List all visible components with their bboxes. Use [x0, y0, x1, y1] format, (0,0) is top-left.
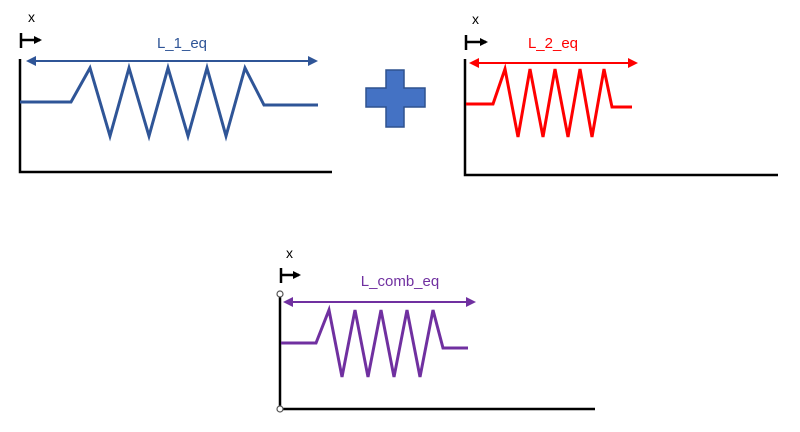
diagram-1: x L_1_eq [18, 9, 332, 174]
axes [463, 59, 778, 177]
diagram-combined: x L_comb_eq [276, 245, 595, 413]
axes [18, 59, 332, 174]
spring-label: L_comb_eq [361, 273, 439, 290]
spring [281, 304, 468, 378]
x-axis-label: x [286, 245, 293, 261]
origin-marker-top [276, 290, 284, 298]
x-axis-label: x [28, 9, 35, 25]
spring-label: L_1_eq [157, 35, 207, 52]
spring [20, 62, 318, 142]
origin-marker-bottom [276, 405, 284, 413]
x-axis-label: x [472, 11, 479, 27]
spring [466, 63, 632, 138]
plus-icon [365, 69, 426, 128]
spring-label: L_2_eq [528, 35, 578, 52]
diagram-2: x L_2_eq [463, 11, 778, 177]
